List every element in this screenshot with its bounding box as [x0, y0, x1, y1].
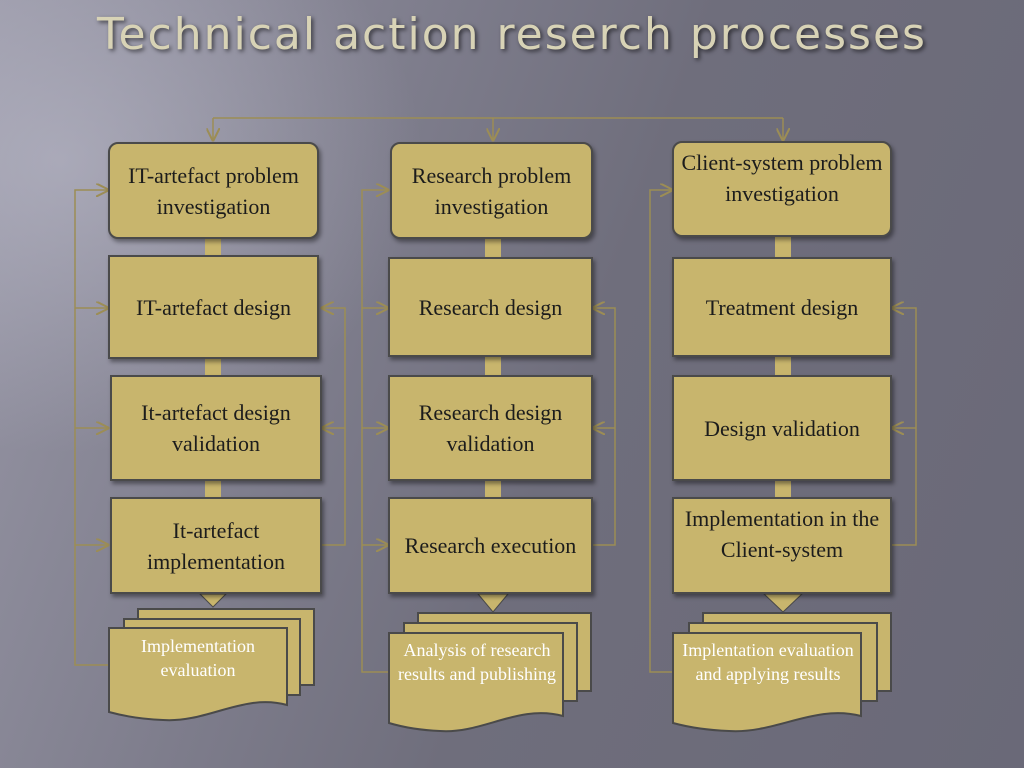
document-sheet-front — [108, 627, 288, 722]
connector — [205, 358, 221, 376]
step-label: Research design validation — [418, 400, 563, 456]
step-label: IT-artefact problem investigation — [128, 162, 299, 219]
it-implementation-box: It-artefact implementation — [110, 497, 322, 594]
research-design-validation-box: Research design validation — [388, 375, 593, 481]
it-problem-investigation-box: IT-artefact problem investigation — [108, 142, 319, 239]
connector — [485, 480, 501, 498]
step-label: Research execution — [404, 533, 577, 558]
it-design-validation-box: It-artefact design validation — [110, 375, 322, 481]
step-label: Research design — [418, 294, 563, 320]
output-label: Implementation evaluation — [141, 636, 255, 680]
connector — [205, 480, 221, 498]
connector — [775, 356, 791, 376]
step-label: It-artefact implementation — [146, 517, 286, 574]
research-execution-box: Research execution — [388, 497, 593, 594]
step-label: Implementation in the Client-system — [684, 506, 880, 562]
output-label: Implentation evaluation and applying res… — [682, 640, 854, 684]
client-output-arrow — [762, 593, 804, 613]
client-implementation-box: Implementation in the Client-system — [672, 497, 892, 594]
research-output-arrow — [476, 593, 510, 613]
research-design-box: Research design — [388, 257, 593, 357]
connector — [775, 236, 791, 258]
connector — [485, 238, 501, 258]
step-label: Design validation — [704, 415, 860, 441]
research-feedback-line — [361, 190, 388, 673]
client-problem-investigation-box: Client-system problem investigation — [672, 141, 892, 237]
step-label: Client-system problem investigation — [681, 150, 883, 206]
document-sheet-front — [388, 632, 564, 733]
connector — [205, 238, 221, 256]
step-label: It-artefact design validation — [141, 400, 291, 456]
document-sheet-front — [672, 632, 862, 733]
output-label: Analysis of research results and publish… — [398, 640, 556, 684]
step-label: IT-artefact design — [136, 294, 291, 320]
it-design-box: IT-artefact design — [108, 255, 319, 359]
design-validation-box: Design validation — [672, 375, 892, 481]
it-output-arrow — [198, 593, 228, 608]
research-problem-investigation-box: Research problem investigation — [390, 142, 593, 239]
client-feedback-line — [649, 190, 672, 673]
step-label: Research problem investigation — [411, 162, 572, 219]
step-label: Treatment design — [705, 294, 859, 320]
connector — [775, 480, 791, 498]
treatment-design-box: Treatment design — [672, 257, 892, 357]
connector — [485, 356, 501, 376]
slide-title: Technical action reserch processes — [97, 9, 927, 60]
